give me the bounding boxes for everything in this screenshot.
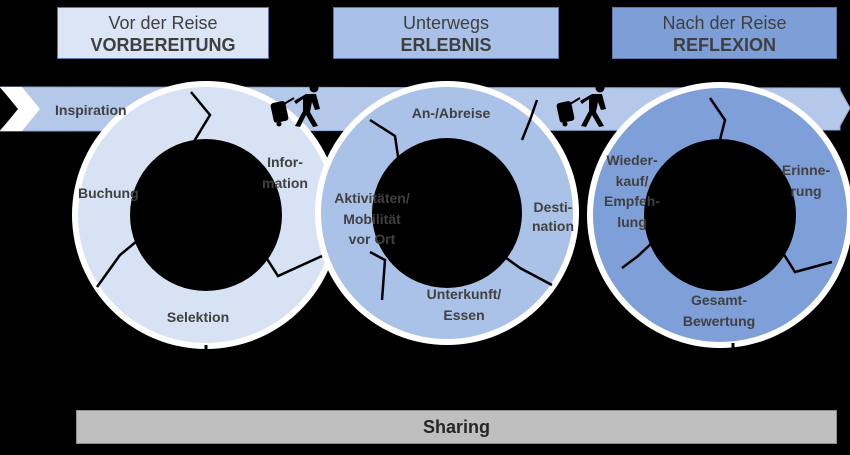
journey-arrow-start	[0, 87, 40, 131]
label-booking: Buchung	[78, 185, 139, 201]
phase-header-experience: Unterwegs ERLEBNIS	[333, 7, 559, 59]
cycle-divider	[95, 235, 144, 288]
cycle-divider	[260, 250, 323, 278]
phase-header-reflection: Nach der Reise REFLEXION	[612, 7, 837, 59]
cycle-divider	[621, 239, 656, 269]
cycle-divider	[520, 99, 539, 141]
cycle-divider	[501, 253, 553, 287]
label-memory-2: rung	[790, 183, 821, 199]
cycle-divider	[369, 118, 402, 171]
label-destination-1: Desti-	[534, 199, 573, 215]
phase-title: REFLEXION	[672, 35, 776, 55]
cycle-reflection: Wieder- kauf/ Empfeh- lung Erinne- rung …	[587, 82, 850, 352]
label-rebuy-2: kauf/	[616, 173, 649, 189]
label-overall-1: Gesamt-	[691, 292, 747, 308]
traveler-with-suitcase-icon	[270, 83, 320, 127]
phase-title: VORBEREITUNG	[90, 35, 236, 55]
phase-subtitle: Unterwegs	[402, 13, 490, 33]
label-activities-3: vor Ort	[349, 231, 396, 247]
label-inspiration: Inspiration	[55, 102, 127, 118]
phase-subtitle: Vor der Reise	[108, 13, 218, 33]
label-lodging-1: Unterkunft/	[427, 286, 502, 302]
label-memory-1: Erinne-	[782, 162, 831, 178]
phase-header-preparation: Vor der Reise VORBEREITUNG	[57, 7, 269, 59]
label-rebuy-4: lung	[617, 214, 647, 230]
label-activities-2: Mobilität	[343, 211, 401, 227]
label-rebuy-1: Wieder-	[606, 152, 658, 168]
traveler-with-suitcase-icon	[556, 83, 606, 127]
cycle-divider	[776, 244, 833, 274]
cycle-divider	[708, 97, 727, 149]
sharing-bar: Sharing	[76, 410, 837, 444]
label-travel: An-/Abreise	[412, 105, 491, 121]
label-information-2: mation	[262, 175, 308, 191]
phase-title: ERLEBNIS	[400, 35, 492, 55]
label-activities-1: Aktivitäten/	[334, 190, 410, 206]
phase-subtitle: Nach der Reise	[662, 13, 787, 33]
label-information-1: Infor-	[267, 154, 303, 170]
cycle-divider	[188, 91, 212, 149]
label-selection: Selektion	[167, 309, 229, 325]
label-rebuy-3: Empfeh-	[604, 193, 660, 209]
cycle-experience: An-/Abreise Desti- nation Aktivitäten/ M…	[315, 81, 579, 345]
cycle-preparation: Inspiration Infor- mation Buchung Selekt…	[55, 81, 340, 352]
label-overall-2: Bewertung	[683, 313, 755, 329]
label-lodging-2: Essen	[443, 307, 484, 323]
label-destination-2: nation	[532, 218, 574, 234]
cycle-divider	[369, 250, 387, 301]
